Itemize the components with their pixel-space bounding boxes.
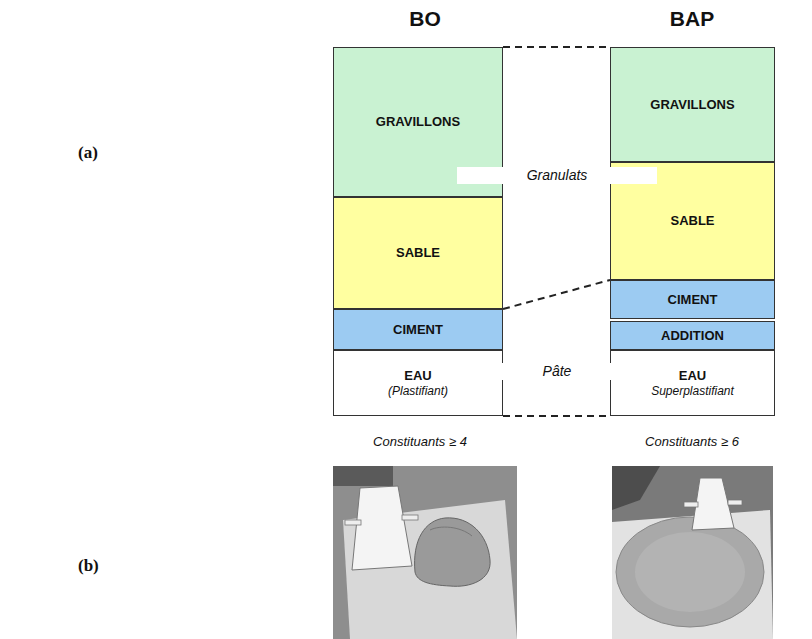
band-text: EAU	[679, 368, 706, 384]
dashed-line	[503, 415, 610, 417]
band-text: SABLE	[396, 245, 440, 261]
band-text: CIMENT	[393, 322, 443, 338]
component-band: CIMENT	[333, 309, 503, 350]
band-subtext: (Plastifiant)	[388, 384, 448, 398]
dashed-line	[503, 46, 610, 48]
band-text: EAU	[404, 368, 431, 384]
component-band: ADDITION	[610, 321, 775, 350]
band-text: CIMENT	[668, 292, 718, 308]
band-text: GRAVILLONS	[376, 114, 460, 130]
constituent-count: Constituants ≥ 4	[320, 434, 520, 450]
panel-label: (b)	[78, 556, 99, 576]
band-text: SABLE	[670, 213, 714, 229]
component-band: EAU(Plastifiant)	[333, 350, 503, 416]
component-band: EAUSuperplastifiant	[610, 350, 775, 416]
component-band: SABLE	[333, 197, 503, 309]
band-text: ADDITION	[661, 328, 724, 344]
panel-label: (a)	[78, 143, 98, 163]
photo-slump-test	[333, 466, 517, 639]
component-band: CIMENT	[610, 280, 775, 319]
band-subtext: Superplastifiant	[651, 384, 734, 398]
band-text: GRAVILLONS	[650, 97, 734, 113]
photo-slump-flow	[612, 466, 773, 639]
column-title: BAP	[592, 6, 792, 31]
column-title: BO	[325, 6, 525, 31]
constituent-count: Constituants ≥ 6	[592, 434, 792, 450]
group-label: Granulats	[457, 167, 657, 184]
group-label: Pâte	[457, 363, 657, 380]
dashed-line	[503, 280, 610, 309]
component-band: GRAVILLONS	[610, 47, 775, 162]
